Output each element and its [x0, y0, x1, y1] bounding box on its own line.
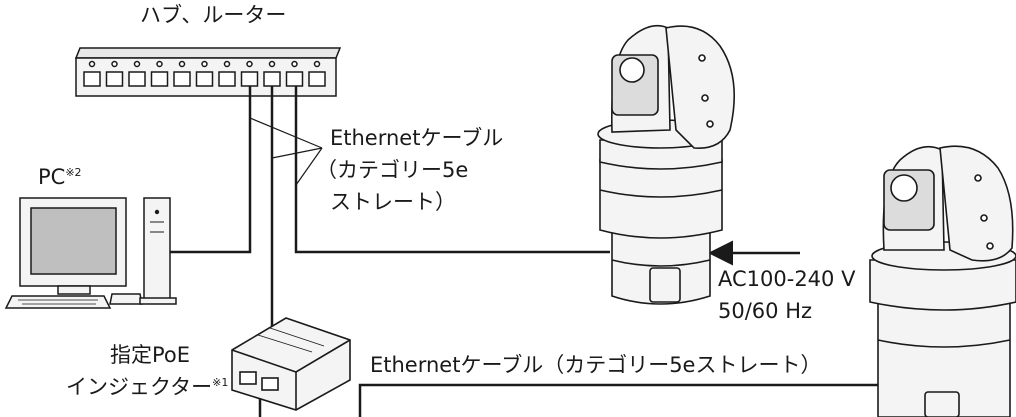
ptz-camera-2 [869, 145, 1016, 417]
pc-note: ※2 [65, 166, 82, 179]
poe-injector-label: インジェクター※1 [66, 375, 229, 399]
hub-port [195, 71, 214, 87]
hub-port-led [246, 60, 253, 68]
hub-router-label: ハブ、ルーター [140, 3, 287, 27]
ethernet-cable-label: Ethernetケーブル [330, 126, 504, 150]
hub-port-led [313, 60, 321, 68]
hub-port-led [88, 60, 96, 68]
ethernet-cable-straight-label: ストレート） [330, 190, 456, 214]
hub-port [308, 71, 326, 87]
cable-label-callout [249, 117, 323, 186]
cable-hub-to-pc [168, 86, 252, 254]
hub-port [285, 71, 304, 87]
hub-port-led [178, 60, 186, 68]
hub-port-led [156, 60, 163, 68]
hub-port [218, 71, 236, 87]
hub-port [128, 71, 146, 87]
pc-device [4, 197, 177, 309]
ethernet-cable-long-label: Ethernetケーブル（カテゴリー5eストレート） [370, 353, 822, 377]
poe-name-label: 指定PoE [110, 343, 191, 367]
hub-port-led [268, 60, 276, 68]
ethernet-cable-category-label: （カテゴリー5e [316, 158, 469, 182]
poe-injector-device [231, 317, 351, 411]
ac-frequency-label: 50/60 Hz [718, 299, 813, 323]
pc-label: PC※2 [38, 165, 82, 189]
ac-voltage-label: AC100-240 V [718, 267, 856, 291]
hub-port [263, 71, 281, 87]
hub-port [150, 71, 169, 87]
hub-port-led [201, 60, 208, 68]
hub-port [83, 71, 101, 87]
ptz-camera-1 [597, 24, 735, 305]
hub-port [173, 71, 191, 87]
cable-hub-to-camera1 [294, 86, 610, 254]
hub-port-led [223, 60, 231, 68]
cable-poe-to-camera2 [258, 383, 902, 417]
hub-port-led [111, 60, 118, 68]
hub-port-led [133, 60, 141, 68]
hub-ports [83, 60, 326, 87]
hub-router-device [74, 47, 342, 97]
hub-port [105, 71, 124, 87]
poe-note: ※1 [212, 376, 229, 389]
hub-port-led [291, 60, 298, 68]
hub-port [240, 71, 259, 87]
